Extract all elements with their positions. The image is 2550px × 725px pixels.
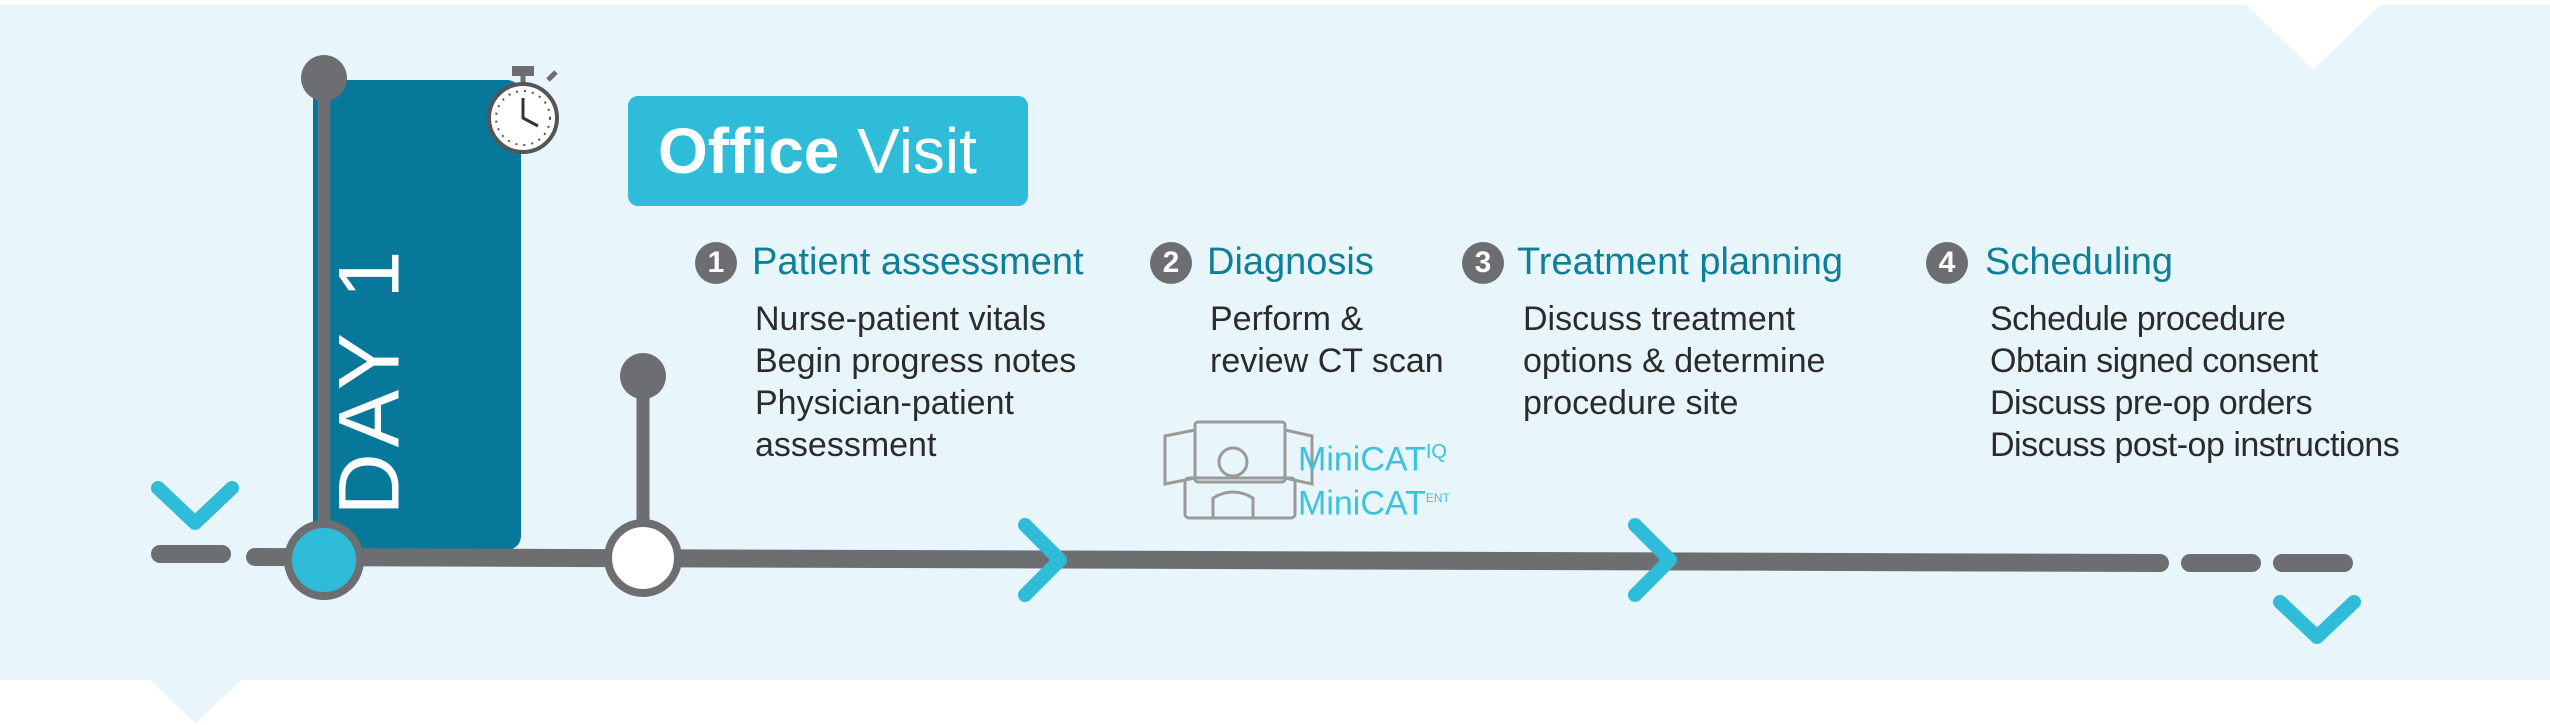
ct-scanner-icon (1163, 420, 1314, 520)
step-line: Begin progress notes (755, 342, 1077, 380)
step-number-3: 3 (1462, 242, 1504, 284)
office-visit-node (604, 519, 682, 597)
step-line: Discuss pre-op orders (1990, 384, 2313, 422)
day-label-text: DAY 1 (321, 244, 418, 516)
day-pole-cap (301, 55, 347, 101)
chevron-down-icon (151, 481, 239, 530)
step-line: Nurse-patient vitals (755, 300, 1047, 338)
office-visit-rest: Visit (857, 115, 977, 187)
minicat-ent-logo: MiniCATENT (1298, 478, 1450, 523)
step-line: options & determine (1523, 342, 1826, 380)
step-line: Perform & (1210, 300, 1364, 338)
chevron-right-icon (1018, 518, 1067, 602)
day-block (313, 80, 521, 550)
minicat-ent-suffix: ENT (1425, 491, 1450, 505)
step-line: Schedule procedure (1990, 300, 2286, 338)
chevron-down-icon (2273, 595, 2361, 644)
step-line: Discuss post-op instructions (1990, 426, 2400, 464)
minicat-iq-logo: MiniCATIQ (1298, 432, 1447, 479)
step-number-4: 4 (1926, 242, 1968, 284)
step-title-treatment-planning: Treatment planning (1517, 241, 1844, 283)
step-lines-patient-assessment: Nurse-patient vitals Begin progress note… (755, 298, 1076, 466)
step-line: procedure site (1523, 384, 1739, 422)
step-line: assessment (755, 426, 937, 464)
step-title-patient-assessment: Patient assessment (752, 241, 1084, 283)
office-visit-badge: Office Visit (628, 96, 1028, 206)
step-number-1: 1 (695, 242, 737, 284)
minicat-iq-name: MiniCAT (1298, 440, 1426, 479)
step-line: Discuss treatment (1523, 300, 1796, 338)
step-line: review CT scan (1210, 342, 1444, 380)
chevron-right-icon (1628, 518, 1677, 602)
step-lines-diagnosis: Perform & review CT scan (1210, 298, 1444, 382)
step-title-diagnosis: Diagnosis (1207, 241, 1374, 283)
stopwatch-icon (487, 66, 559, 154)
step-lines-treatment-planning: Discuss treatment options & determine pr… (1523, 298, 1825, 424)
office-visit-bold: Office (658, 115, 840, 187)
minicat-ent-name: MiniCAT (1298, 484, 1426, 523)
step-title-scheduling: Scheduling (1985, 241, 2174, 283)
day-start-node (284, 520, 364, 600)
step-line: Physician-patient (755, 384, 1014, 422)
visit-pole-cap (620, 353, 666, 399)
timeline-track (246, 548, 2169, 572)
step-line: Obtain signed consent (1990, 342, 2318, 380)
step-number-2: 2 (1150, 242, 1192, 284)
minicat-iq-suffix: IQ (1425, 441, 1447, 463)
step-lines-scheduling: Schedule procedure Obtain signed consent… (1990, 298, 2400, 466)
